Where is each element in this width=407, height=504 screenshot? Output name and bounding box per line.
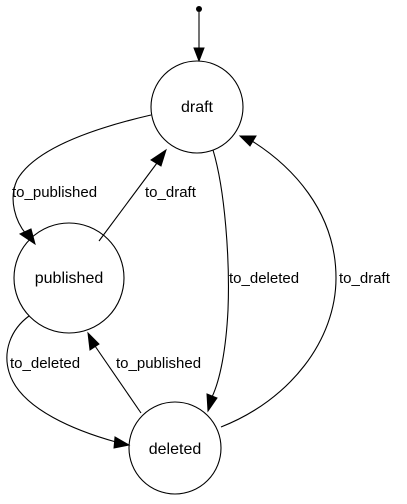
- state-label-deleted: deleted: [149, 441, 202, 458]
- state-label-draft: draft: [181, 99, 214, 116]
- edge-published-to-deleted: to_deleted: [6, 315, 131, 449]
- edge-label-published-to-draft: to_draft: [145, 184, 197, 201]
- edge-deleted-to-published: to_published: [87, 331, 201, 414]
- initial-transition-arrowhead: [193, 47, 205, 63]
- edge-published-to-draft: to_draft: [98, 148, 197, 242]
- edge-label-draft-to-published: to_published: [12, 184, 97, 201]
- edge-label-draft-to-deleted: to_deleted: [229, 270, 299, 287]
- edge-label-published-to-deleted: to_deleted: [10, 355, 80, 372]
- state-node-published: published: [13, 222, 125, 334]
- state-node-draft: draft: [150, 60, 244, 154]
- edge-draft-to-published: to_published: [12, 114, 152, 246]
- state-label-published: published: [35, 270, 104, 287]
- initial-state-dot: [196, 6, 202, 12]
- edge-label-deleted-to-published: to_published: [116, 355, 201, 372]
- edge-label-deleted-to-draft: to_draft: [339, 270, 391, 287]
- state-node-deleted: deleted: [128, 401, 222, 495]
- edge-draft-to-deleted: to_deleted: [206, 149, 299, 413]
- edge-deleted-to-draft: to_draft: [220, 135, 391, 428]
